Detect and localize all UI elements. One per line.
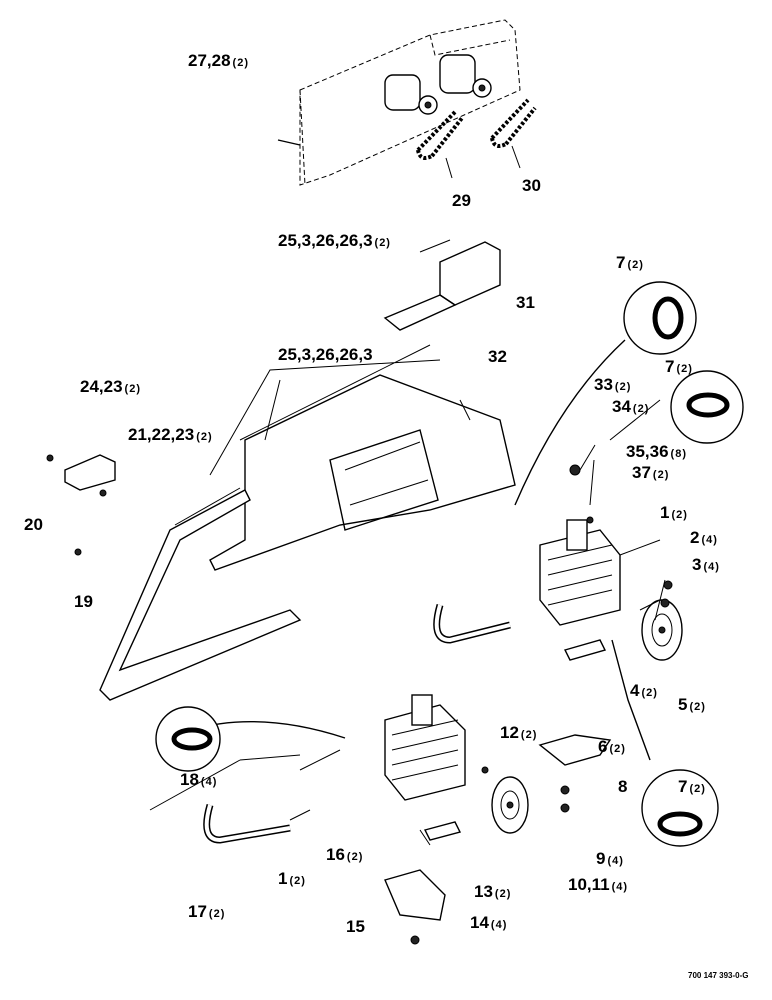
callout-32: 32 — [488, 347, 507, 366]
seal-7-top-detail — [623, 281, 697, 355]
pulley-5-left — [491, 776, 529, 834]
left-gearbox — [384, 694, 466, 801]
callout-labels: 27,28(2) 29 30 25,3,26,26,3(2) 31 25,3,2… — [24, 51, 720, 936]
callout-37: 37(2) — [632, 463, 669, 482]
callout-15: 15 — [346, 917, 365, 936]
callout-2: 2(4) — [690, 528, 718, 547]
callout-5: 5(2) — [678, 695, 706, 714]
callout-25-b: 25,3,26,26,3 — [278, 345, 373, 364]
drawing-reference-number: 700 147 393-0-G — [688, 971, 749, 980]
callout-14: 14(4) — [470, 913, 507, 932]
callout-13: 13(2) — [474, 882, 511, 901]
callout-27-28: 27,28(2) — [188, 51, 249, 70]
support-beam-19 — [99, 487, 302, 701]
callout-7-top: 7(2) — [616, 253, 644, 272]
chain-30 — [490, 98, 537, 169]
seal-7-bottom-detail — [641, 769, 719, 847]
callout-17: 17(2) — [188, 902, 225, 921]
callout-16: 16(2) — [326, 845, 363, 864]
callout-3: 3(4) — [692, 555, 720, 574]
callout-7-mid: 7(2) — [665, 357, 693, 376]
hose-17-upper — [433, 604, 511, 644]
callout-33: 33(2) — [594, 375, 631, 394]
pulley-5-right — [641, 599, 683, 661]
callout-4: 4(2) — [630, 681, 658, 700]
callout-34: 34(2) — [612, 397, 649, 416]
callout-1-right: 1(2) — [660, 503, 688, 522]
callout-24-23: 24,23(2) — [80, 377, 141, 396]
callout-25-a: 25,3,26,26,3(2) — [278, 231, 391, 250]
callout-8: 8 — [618, 777, 627, 796]
callout-6: 6(2) — [598, 737, 626, 756]
callout-18: 18(4) — [180, 770, 217, 789]
callout-31: 31 — [516, 293, 535, 312]
bracket-15 — [384, 821, 462, 921]
chain-29 — [416, 110, 464, 179]
callout-30: 30 — [522, 176, 541, 195]
bracket-31 — [383, 239, 501, 331]
callout-1-left: 1(2) — [278, 869, 306, 888]
mounting-panel-32 — [209, 374, 516, 571]
callout-21-22-23: 21,22,23(2) — [128, 425, 213, 444]
callout-12: 12(2) — [500, 723, 537, 742]
bracket-8 — [538, 639, 612, 766]
fasteners — [46, 454, 673, 945]
hose-17-lower — [203, 804, 291, 844]
callout-7-bot: 7(2) — [678, 777, 706, 796]
callout-9: 9(4) — [596, 849, 624, 868]
bracket-20 — [64, 454, 116, 491]
callout-35-36: 35,36(8) — [626, 442, 687, 461]
right-gearbox — [539, 519, 621, 626]
callout-20: 20 — [24, 515, 43, 534]
top-drive-assembly — [277, 19, 521, 186]
seal-7-mid-detail — [670, 370, 744, 444]
callout-10-11: 10,11(4) — [568, 875, 628, 894]
seal-18-detail — [155, 706, 221, 772]
callout-19: 19 — [74, 592, 93, 611]
callout-29: 29 — [452, 191, 471, 210]
